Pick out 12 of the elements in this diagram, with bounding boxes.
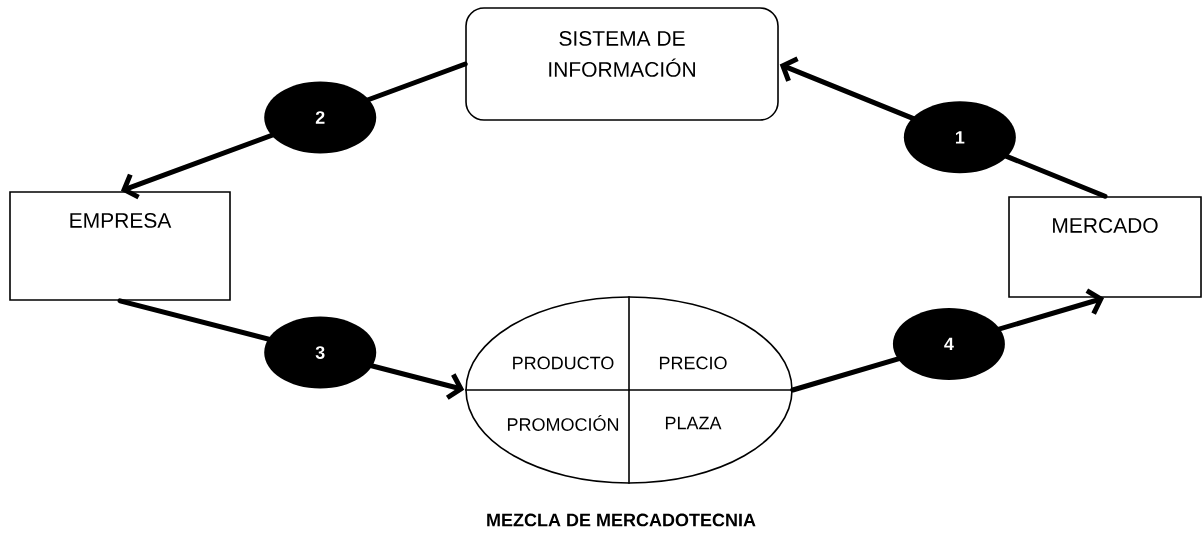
number-badge: 1	[903, 101, 1016, 174]
rounded-box: SISTEMA DE INFORMACIÓN	[465, 7, 779, 121]
box: MERCADO	[1008, 196, 1202, 298]
number-badge: 4	[892, 307, 1005, 380]
number-badge: 3	[264, 316, 377, 389]
quadrant-label: PRODUCTO	[513, 356, 614, 370]
caption: MEZCLA DE MERCADOTECNIA	[487, 513, 756, 527]
quadrant-label: PROMOCIÓN	[508, 415, 619, 431]
quadrant-label: PRECIO	[659, 356, 727, 370]
number-badge: 2	[264, 81, 377, 154]
box: EMPRESA	[9, 191, 231, 301]
quadrant-label: PLAZA	[665, 416, 722, 430]
